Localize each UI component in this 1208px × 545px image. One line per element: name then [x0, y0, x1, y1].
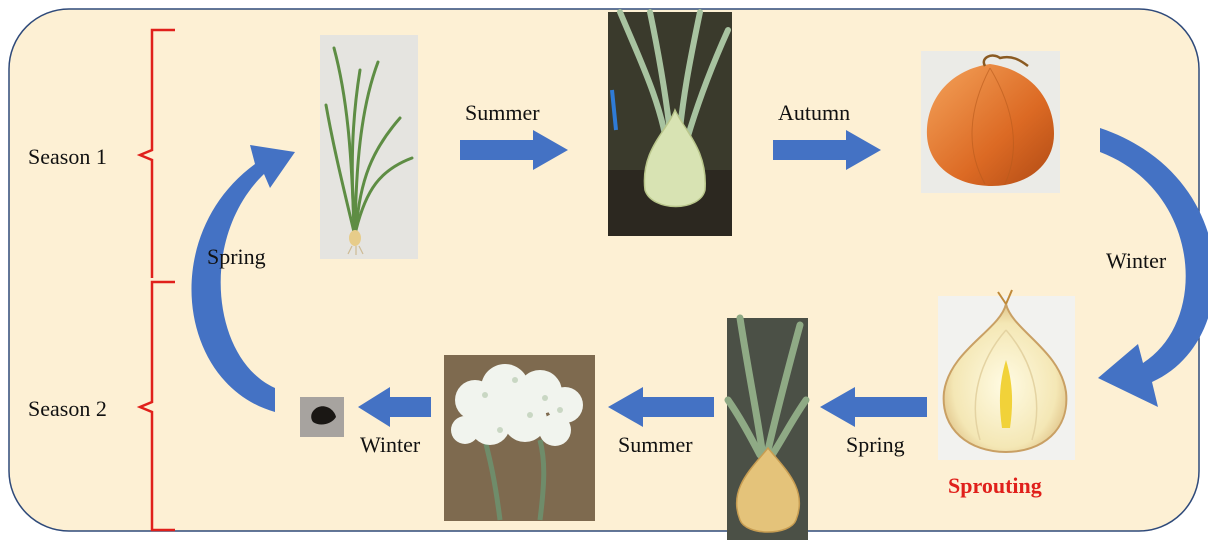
winter-right-label: Winter [1106, 250, 1166, 272]
season-2-label: Season 2 [28, 398, 107, 420]
summer-bottom-label: Summer [618, 434, 693, 456]
onion-flower-head-photo [444, 355, 595, 521]
mature-onion-bulb-photo [921, 51, 1060, 193]
onion-seedling-photo [320, 35, 418, 259]
season-1-label: Season 1 [28, 146, 107, 168]
winter-bottom-label: Winter [360, 434, 420, 456]
spring-bottom-label: Spring [846, 434, 905, 456]
onion-seed-photo [300, 397, 344, 437]
summer-top-label: Summer [465, 102, 540, 124]
cut-sprouting-onion-photo [938, 290, 1075, 460]
autumn-label: Autumn [778, 102, 850, 124]
sprouting-label: Sprouting [948, 475, 1042, 497]
bulbing-onion-photo [608, 12, 732, 236]
onion-plant-second-season-photo [727, 318, 808, 540]
spring-left-label: Spring [207, 246, 266, 268]
